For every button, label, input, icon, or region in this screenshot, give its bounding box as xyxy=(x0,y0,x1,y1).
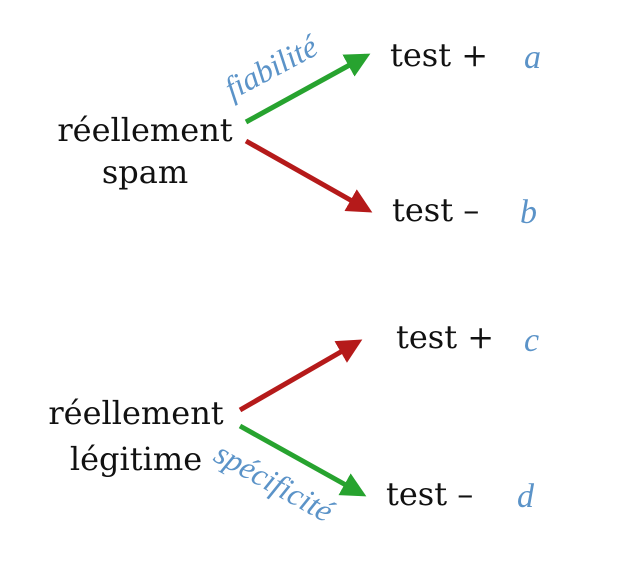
arrow-legit-to-test-negative xyxy=(238,423,367,497)
arrow-legit-to-test-positive xyxy=(238,339,363,413)
legit-test-negative-label: test – xyxy=(386,475,473,513)
spam-root-label-line2: spam xyxy=(102,153,188,191)
variable-a: a xyxy=(524,39,541,76)
fiabilite-label: fiabilité xyxy=(218,27,324,106)
spam-root-label-line1: réellement xyxy=(57,111,232,149)
legit-root-label-line2: légitime xyxy=(70,440,202,478)
spam-test-negative-label: test – xyxy=(392,191,479,229)
arrow-spam-to-test-negative xyxy=(244,138,373,213)
variable-c: c xyxy=(524,322,539,359)
spam-test-positive-label: test + xyxy=(390,36,488,74)
variable-d: d xyxy=(517,478,535,515)
specificite-label: spécificité xyxy=(209,435,341,530)
legit-root-label-line1: réellement xyxy=(48,394,223,432)
arrow-spam-to-test-positive xyxy=(244,53,371,125)
legit-test-positive-label: test + xyxy=(396,318,494,356)
variable-b: b xyxy=(520,194,537,231)
